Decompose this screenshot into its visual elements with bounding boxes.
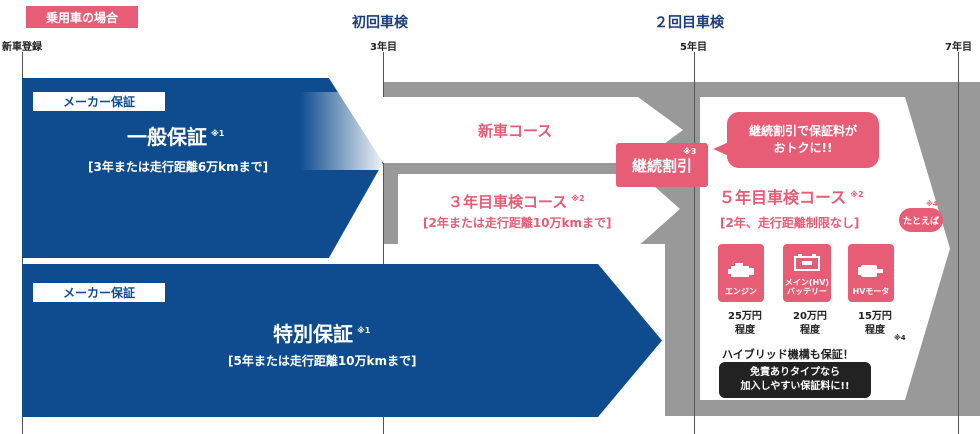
fifth-year-course-title: ５年目車検コース※2 (719, 184, 864, 208)
motor-price-amount: 15万円 (858, 311, 892, 322)
general-warranty-title: 一般保証 ※1 (127, 121, 224, 150)
discount-bubble-line1: 継続割引で保証料が (748, 123, 857, 138)
hybrid-text: ハイブリッド機構も保証！ (722, 348, 854, 361)
continuation-discount-note: ※3 (683, 147, 697, 156)
motor-label: HVモータ (852, 287, 890, 297)
fifth-year-course-note: ※2 (850, 189, 864, 199)
engine-label: エンジン (725, 287, 757, 297)
battery-price: 20万円 程度 (793, 310, 827, 337)
discount-bubble: 継続割引で保証料が おトクに!! (727, 112, 879, 168)
general-warranty-title-text: 一般保証 (127, 125, 207, 149)
motor-card: HVモータ (848, 244, 894, 302)
battery-label: メイン(HV) バッテリー (784, 278, 830, 297)
discount-bubble-tail (713, 142, 729, 156)
timeline-line-year3 (383, 52, 384, 434)
second-inspection-label: ２回目車検 (654, 15, 724, 31)
case-badge: 乗用車の場合 (26, 6, 138, 28)
timeline-line-year5 (694, 52, 695, 434)
tick-new-registration: 新車登録 (2, 42, 42, 53)
engine-price: 25万円 程度 (728, 310, 762, 337)
tick-year-3: 3年目 (370, 42, 397, 53)
special-warranty-title-text: 特別保証 (273, 322, 353, 346)
deductible-line1: 免責ありタイプなら (750, 367, 840, 378)
deductible-line2: 加入しやすい保証料に!! (740, 381, 850, 392)
discount-bubble-line2: おトクに!! (773, 141, 833, 155)
timeline-line-year7 (958, 52, 959, 434)
fifth-year-course-sub: [2年、走行距離制限なし] (720, 216, 860, 230)
battery-icon (794, 254, 820, 272)
continuation-discount-box: 継続割引 (616, 143, 708, 187)
third-year-course-title: ３年目車検コース※2 (448, 191, 585, 212)
special-warranty-title: 特別保証 ※1 (273, 318, 370, 347)
example-note: ※4 (926, 200, 938, 208)
third-year-course-sub: [2年または走行距離10万kmまで] (423, 216, 612, 230)
special-warranty-label: メーカー保証 (32, 282, 166, 303)
price-note: ※4 (894, 334, 906, 342)
tick-year-7: 7年目 (945, 42, 972, 53)
engine-card: エンジン (718, 244, 764, 302)
example-text: たとえば (902, 216, 939, 227)
special-warranty-note: ※1 (357, 326, 371, 336)
continuation-discount-title: 継続割引 (631, 156, 692, 175)
special-warranty-sub: [5年または走行距離10万kmまで] (228, 354, 417, 368)
engine-price-approx: 程度 (734, 324, 755, 336)
battery-price-approx: 程度 (799, 324, 820, 336)
motor-price-approx: 程度 (864, 324, 885, 336)
example-badge: たとえば (899, 208, 943, 232)
tick-year-5: 5年目 (680, 42, 707, 53)
first-inspection-label: 初回車検 (352, 15, 408, 31)
battery-card: メイン(HV) バッテリー (783, 244, 831, 302)
deductible-pill: 免責ありタイプなら 加入しやすい保証料に!! (719, 362, 871, 398)
general-warranty-label: メーカー保証 (32, 91, 166, 112)
general-warranty-sub: [3年または走行距離6万kmまで] (88, 160, 269, 174)
third-year-course-note: ※2 (571, 194, 585, 203)
motor-icon (858, 265, 883, 278)
motor-price: 15万円 程度 (858, 310, 892, 337)
fifth-year-course-title-text: ５年目車検コース (719, 188, 847, 207)
engine-price-amount: 25万円 (728, 311, 762, 322)
third-year-course-title-text: ３年目車検コース (448, 193, 568, 211)
engine-icon (728, 263, 754, 278)
general-warranty-fade (300, 92, 382, 170)
new-car-course-title: 新車コース (478, 122, 553, 140)
battery-price-amount: 20万円 (793, 311, 827, 322)
general-warranty-note: ※1 (211, 129, 225, 139)
